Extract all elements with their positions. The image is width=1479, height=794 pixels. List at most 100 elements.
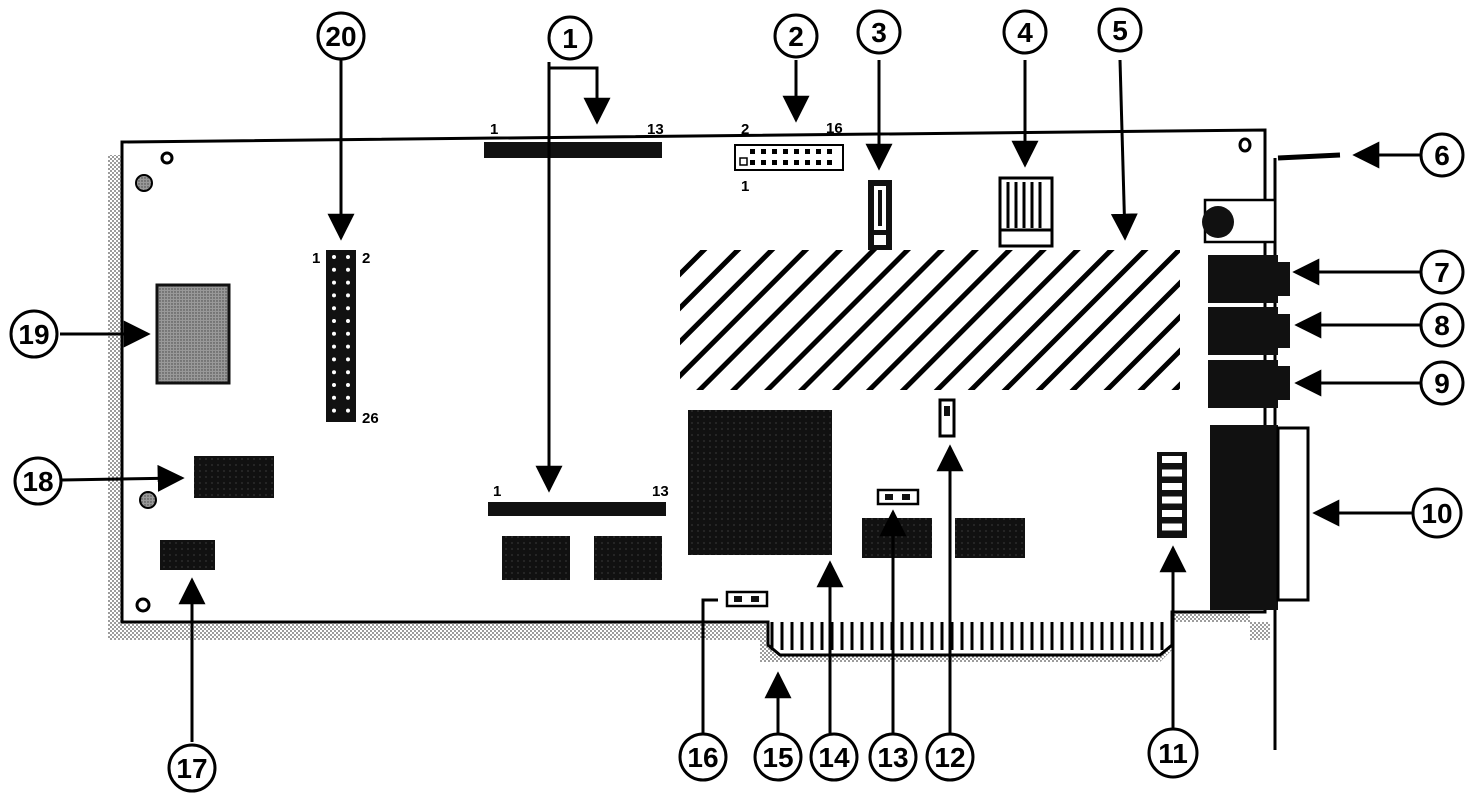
callout-14-label: 14 — [818, 742, 850, 773]
conn1-top-pin-start: 1 — [490, 121, 498, 138]
game-port-10 — [1210, 425, 1310, 610]
conn2-pin — [816, 149, 821, 154]
callout-4: 4 — [1002, 9, 1048, 55]
connector-1-bottom — [488, 502, 666, 516]
callout-1: 1 — [547, 15, 593, 61]
callout-11-label: 11 — [1158, 738, 1188, 769]
callout-15: 15 — [753, 732, 803, 782]
circuit-board — [120, 128, 1267, 657]
conn1-top-pin-end: 13 — [647, 121, 664, 138]
callout-18-label: 18 — [22, 466, 53, 497]
conn20-pin — [346, 293, 350, 298]
conn2-pin — [761, 149, 766, 154]
callout-8-label: 8 — [1434, 310, 1450, 341]
callout-4-label: 4 — [1017, 17, 1033, 48]
conn20-pin — [346, 408, 350, 413]
conn2-pin — [783, 149, 788, 154]
conn20-pin — [332, 383, 336, 387]
conn20-pin — [346, 395, 350, 400]
dip-switch-11 — [1157, 452, 1187, 538]
callout-17-label: 17 — [176, 753, 207, 784]
jumper-12 — [938, 398, 956, 438]
callout-9-label: 9 — [1434, 368, 1450, 399]
callout-5: 5 — [1097, 7, 1143, 53]
callout-19-label: 19 — [18, 319, 49, 350]
conn2-pin — [805, 160, 810, 165]
connector-2 — [734, 144, 844, 171]
audio-jack-9 — [1208, 360, 1290, 408]
conn20-pin — [346, 383, 350, 387]
component-4 — [998, 176, 1054, 248]
conn20-pin — [332, 306, 336, 311]
conn2-pin-1: 1 — [741, 178, 749, 195]
dip-slot — [1162, 496, 1182, 504]
callout-18: 18 — [13, 456, 63, 506]
conn20-pin — [332, 408, 336, 413]
dip-slot — [1162, 510, 1182, 517]
conn2-pin — [805, 149, 810, 154]
chips-row-left — [502, 536, 662, 580]
callout-16-label: 16 — [687, 742, 718, 773]
callout-16: 16 — [678, 732, 728, 782]
jumper-13 — [876, 488, 920, 506]
callout-12: 12 — [925, 732, 975, 782]
conn2-pin — [816, 160, 821, 165]
main-chip-14 — [688, 410, 832, 555]
conn20-pin — [346, 319, 350, 323]
top-jack — [1202, 198, 1277, 244]
chip-19 — [155, 283, 231, 385]
conn20-pin — [346, 255, 350, 259]
conn20-pin-26: 26 — [362, 410, 379, 427]
callout-7-label: 7 — [1434, 257, 1450, 288]
conn20-pin — [332, 280, 336, 285]
callout-2: 2 — [773, 13, 819, 59]
callout-1-label: 1 — [562, 23, 578, 54]
callout-6: 6 — [1419, 132, 1465, 178]
callout-13-label: 13 — [877, 742, 908, 773]
conn2-pin — [772, 160, 777, 165]
jumper-16 — [725, 590, 769, 608]
edge-connector-15 — [770, 622, 1164, 650]
conn20-pin — [332, 255, 336, 259]
callout-10: 10 — [1411, 487, 1463, 539]
conn2-pin-16: 16 — [826, 120, 843, 137]
connector-20 — [326, 250, 356, 422]
conn20-pin — [332, 267, 336, 272]
conn20-pin — [332, 319, 336, 323]
dip-slot — [1162, 523, 1182, 531]
conn2-pin — [827, 149, 832, 154]
conn20-pin — [346, 306, 350, 311]
callout-9: 9 — [1419, 360, 1465, 406]
callout-20: 20 — [316, 11, 366, 61]
conn2-pin — [783, 160, 788, 165]
conn20-pin — [332, 395, 336, 400]
callout-2-label: 2 — [788, 21, 804, 52]
connector-1-top — [484, 142, 662, 158]
conn2-pin-2: 2 — [741, 121, 749, 138]
dip-slot — [1162, 456, 1182, 463]
callout-5-label: 5 — [1112, 15, 1128, 46]
conn20-pin — [332, 357, 336, 362]
conn2-pin — [794, 160, 799, 165]
dip-slot — [1162, 483, 1182, 490]
callout-20-label: 20 — [325, 21, 356, 52]
conn2-pin — [827, 160, 832, 165]
conn20-pin-2: 2 — [362, 250, 370, 267]
callout-3: 3 — [856, 9, 902, 55]
conn2-pin — [794, 149, 799, 154]
chip-18 — [194, 456, 274, 498]
leader-lines — [60, 59, 1420, 742]
callout-3-label: 3 — [871, 17, 887, 48]
conn20-pin — [346, 331, 350, 336]
conn2-pin — [750, 160, 755, 165]
callout-17: 17 — [167, 743, 217, 793]
conn20-pin — [346, 370, 350, 375]
callout-10-label: 10 — [1421, 498, 1452, 529]
jumper-3 — [868, 180, 892, 250]
callout-markers: 1 2 3 4 5 6 7 8 9 10 11 12 13 14 15 — [9, 7, 1465, 793]
callout-19: 19 — [9, 309, 59, 359]
mounting-holes — [135, 137, 1252, 613]
conn2-pin — [772, 149, 777, 154]
callout-11: 11 — [1147, 727, 1199, 779]
